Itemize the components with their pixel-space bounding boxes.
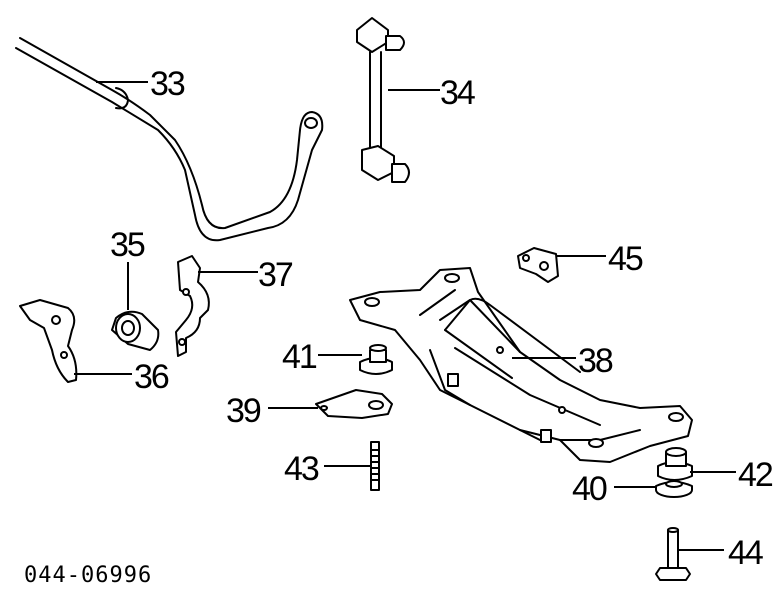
clamp-37-part[interactable] [175,255,210,357]
callout-33: 33 [150,65,185,103]
callout-36: 36 [134,358,169,396]
callout-34: 34 [440,74,475,112]
callout-45: 45 [608,240,643,278]
mount-42-part[interactable] [657,447,693,481]
callout-40: 40 [572,470,607,508]
bracket-45-part[interactable] [517,247,559,283]
callout-37: 37 [258,256,293,294]
plate-39-part[interactable] [315,389,393,419]
callout-39: 39 [226,392,261,430]
crossmember-part[interactable] [349,267,693,463]
mount-41-part[interactable] [359,344,393,375]
callout-43: 43 [284,450,319,488]
diagram-code: 044-06996 [24,563,152,588]
callout-41: 41 [282,338,317,376]
stabilizer-bar-part[interactable] [15,37,324,242]
callout-35: 35 [110,226,145,264]
bracket-36-part[interactable] [19,299,78,383]
leader-lines [74,81,736,551]
stabilizer-link-part[interactable] [356,17,410,183]
bolt-44-part[interactable] [655,527,691,581]
washer-40-part[interactable] [655,480,693,498]
callout-38: 38 [578,342,613,380]
stud-43-part[interactable] [370,441,380,491]
bushing-part[interactable] [111,310,160,351]
callout-labels: 33 34 35 36 37 38 39 40 41 42 43 44 45 [110,65,775,572]
callout-44: 44 [728,534,763,572]
callout-42: 42 [738,456,773,494]
